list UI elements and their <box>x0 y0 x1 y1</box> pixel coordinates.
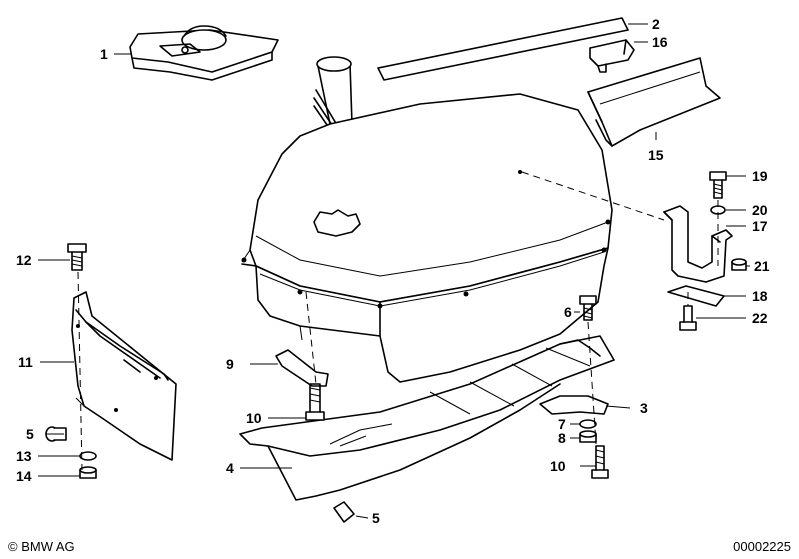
callout-2: 2 <box>652 16 660 32</box>
fuel-tank <box>241 56 613 383</box>
callout-20: 20 <box>752 202 768 218</box>
assembly-lines <box>77 171 719 471</box>
callout-13: 13 <box>16 448 32 464</box>
callout-1: 1 <box>100 46 108 62</box>
callout-4: 4 <box>226 460 234 476</box>
part-18-pad <box>667 285 725 307</box>
callout-6: 6 <box>564 304 572 320</box>
callout-7: 7 <box>558 416 566 432</box>
leader-lines <box>38 23 750 519</box>
callout-19: 19 <box>752 168 768 184</box>
part-12-bolt <box>67 243 87 271</box>
part-13-washer <box>79 451 97 461</box>
part-3-bracket <box>539 395 609 415</box>
callout-labels: 1 2 3 4 5 5 6 7 8 9 10 10 11 12 13 14 15… <box>16 16 770 526</box>
part-21-nut <box>731 258 747 271</box>
callout-22: 22 <box>752 310 768 326</box>
part-7-washer <box>579 419 597 429</box>
callout-5b: 5 <box>372 510 380 526</box>
callout-16: 16 <box>652 34 668 50</box>
part-1-filler-bracket <box>129 25 279 81</box>
part-10-bolt-right <box>591 445 609 479</box>
callout-9: 9 <box>226 356 234 372</box>
callout-8: 8 <box>558 430 566 446</box>
callout-3: 3 <box>640 400 648 416</box>
part-14-nut <box>79 466 97 479</box>
part-2-strip <box>377 17 629 81</box>
part-17-mount-bracket <box>663 205 733 283</box>
part-8-nut <box>579 430 597 443</box>
callout-15: 15 <box>648 147 664 163</box>
callout-12: 12 <box>16 252 32 268</box>
part-9-bracket <box>275 349 329 387</box>
part-19-bolt <box>709 171 727 199</box>
part-10-bolt-left <box>305 383 325 421</box>
part-11-side-shield <box>71 291 177 461</box>
part-4-guard-plate <box>239 335 615 501</box>
callout-18: 18 <box>752 288 768 304</box>
document-number: 00002225 <box>733 539 791 554</box>
copyright-notice: © BMW AG <box>8 539 75 554</box>
callout-10b: 10 <box>550 458 566 474</box>
callout-21: 21 <box>754 258 770 274</box>
part-5-plug-bottom <box>333 501 355 523</box>
part-16-clip <box>589 39 635 73</box>
part-22-bolt <box>679 305 697 331</box>
callout-14: 14 <box>16 468 32 484</box>
callout-5a: 5 <box>26 426 34 442</box>
part-15-heat-shield <box>587 57 721 147</box>
callout-17: 17 <box>752 218 768 234</box>
callout-11: 11 <box>18 354 33 370</box>
callout-10a: 10 <box>246 410 262 426</box>
part-6-bolt <box>579 295 597 321</box>
